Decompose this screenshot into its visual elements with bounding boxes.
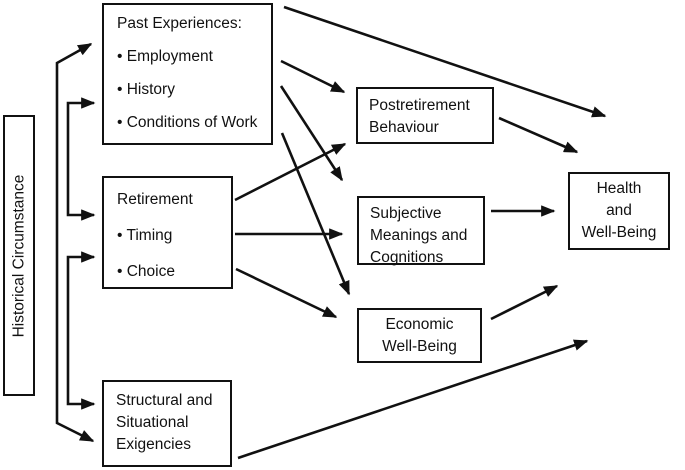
- postretirement-line-2: Behaviour: [369, 119, 439, 136]
- box-postretirement-behaviour: Postretirement Behaviour: [356, 87, 494, 144]
- health-line-2: and: [606, 202, 632, 219]
- retirement-item-timing: • Timing: [117, 227, 173, 244]
- retirement-title: Retirement: [117, 191, 193, 208]
- economic-line-2: Well-Being: [382, 337, 457, 355]
- historical-circumstance-label: Historical Circumstance: [10, 174, 28, 337]
- box-subjective-meanings: Subjective Meanings and Cognitions: [357, 196, 485, 266]
- edge-postretirement-to-health: [498, 116, 579, 154]
- subjective-line-1: Subjective: [370, 205, 442, 222]
- past-experiences-item-history: • History: [117, 81, 175, 98]
- past-experiences-title: Past Experiences:: [117, 15, 242, 32]
- postretirement-line-1: Postretirement: [369, 97, 470, 114]
- edge-past-to-subjective: [279, 85, 344, 182]
- health-line-3: Well-Being: [581, 224, 657, 241]
- edge-past-to-economic: [280, 132, 351, 296]
- structural-line-1: Structural and: [116, 392, 213, 409]
- economic-line-1: Economic: [385, 315, 454, 333]
- edge-retirement-to-economic: [235, 267, 338, 319]
- structural-line-3: Exigencies: [116, 436, 191, 453]
- subjective-line-2: Meanings and: [370, 227, 468, 244]
- past-experiences-item-employment: • Employment: [117, 48, 213, 65]
- health-line-1: Health: [596, 180, 642, 197]
- edge-structural-to-health: [237, 339, 589, 460]
- subjective-line-3: Cognitions: [370, 249, 444, 266]
- edge-economic-to-health: [490, 284, 559, 321]
- edge-past-retirement-bracket: [66, 97, 96, 221]
- edge-retirement-structural-bracket: [66, 251, 96, 410]
- retirement-item-choice: • Choice: [117, 263, 175, 280]
- box-structural-exigencies: Structural and Situational Exigencies: [102, 380, 232, 467]
- edge-retirement-to-postretirement: [234, 142, 347, 202]
- edge-past-to-health: [283, 5, 607, 118]
- box-retirement: Retirement • Timing • Choice: [102, 176, 233, 289]
- box-past-experiences: Past Experiences: • Employment • History…: [102, 3, 273, 145]
- edge-past-structural-bracket: [55, 42, 95, 443]
- box-historical-circumstance: Historical Circumstance: [3, 115, 35, 396]
- past-experiences-item-conditions: • Conditions of Work: [117, 114, 258, 131]
- structural-line-2: Situational: [116, 414, 189, 431]
- box-economic-wellbeing: Economic Well-Being: [357, 308, 482, 363]
- edge-past-to-postretirement: [280, 59, 346, 94]
- box-health-wellbeing: Health and Well-Being: [568, 172, 670, 250]
